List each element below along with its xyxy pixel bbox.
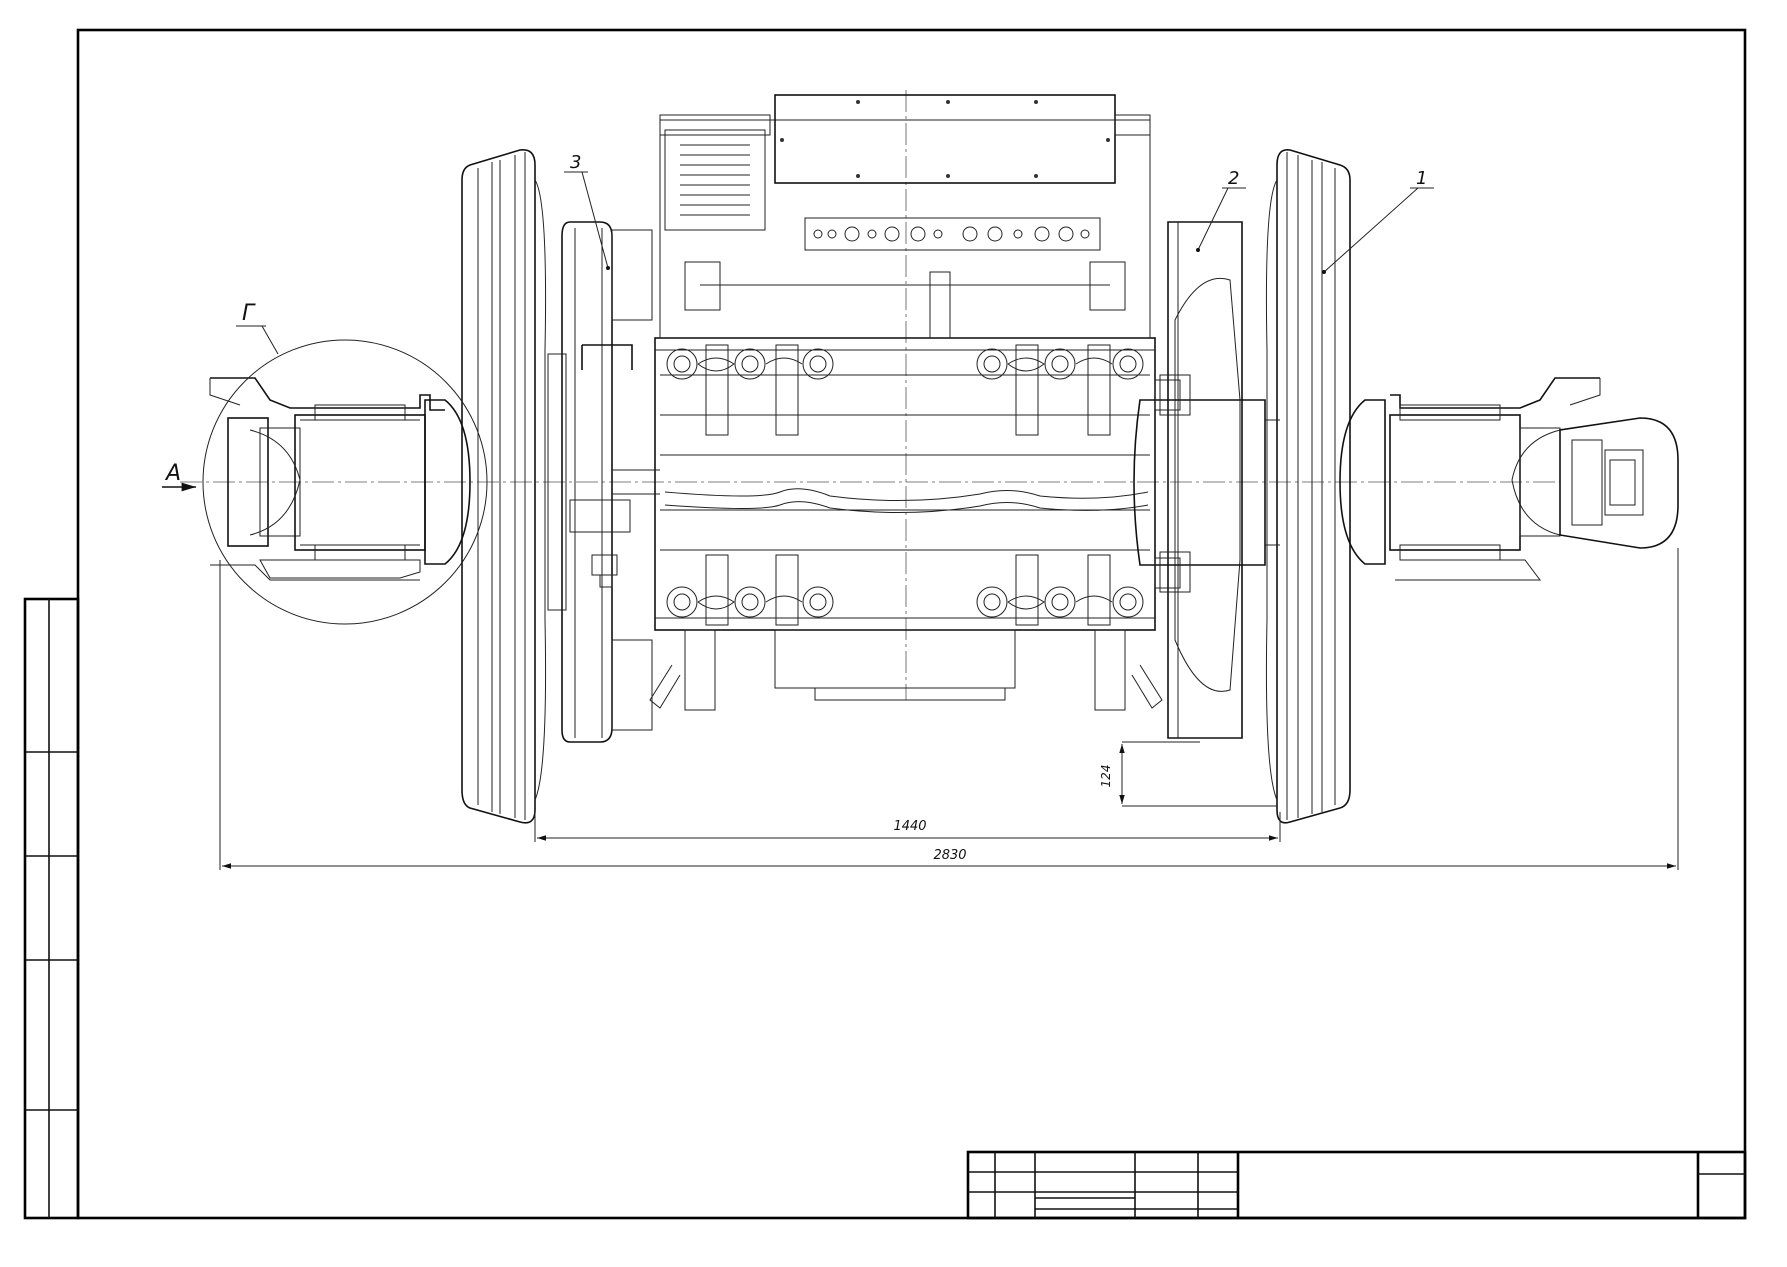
right-axlebox	[1339, 377, 1679, 581]
left-axlebox	[209, 377, 471, 581]
dimension-track	[534, 812, 1281, 842]
dimension-1440-label: 1440	[893, 819, 926, 834]
dimension-overall	[219, 548, 1679, 870]
callout-3-label: 3	[570, 152, 581, 173]
callout-1-label: 1	[1416, 168, 1427, 189]
detail-label: Г	[242, 301, 256, 326]
callout-leaders	[162, 171, 1434, 492]
dimension-124-label: 124	[1099, 765, 1113, 788]
bottom-feet	[649, 629, 1163, 711]
detail-circle	[202, 339, 488, 625]
sheet-frame	[23, 28, 1747, 1220]
dimension-clearance	[1119, 741, 1277, 807]
callout-2-label: 2	[1228, 168, 1239, 189]
right-wheel	[1265, 148, 1351, 824]
terminal-box	[659, 94, 1151, 339]
left-wheel	[461, 148, 547, 824]
center-lines	[180, 90, 1560, 700]
view-label: А	[164, 461, 181, 486]
title-block	[966, 1150, 1747, 1220]
axle	[612, 419, 1280, 546]
left-drum	[547, 221, 653, 743]
motor-housing	[654, 337, 1156, 631]
gear-wheel	[1133, 221, 1266, 739]
dimension-2830-label: 2830	[933, 848, 966, 863]
